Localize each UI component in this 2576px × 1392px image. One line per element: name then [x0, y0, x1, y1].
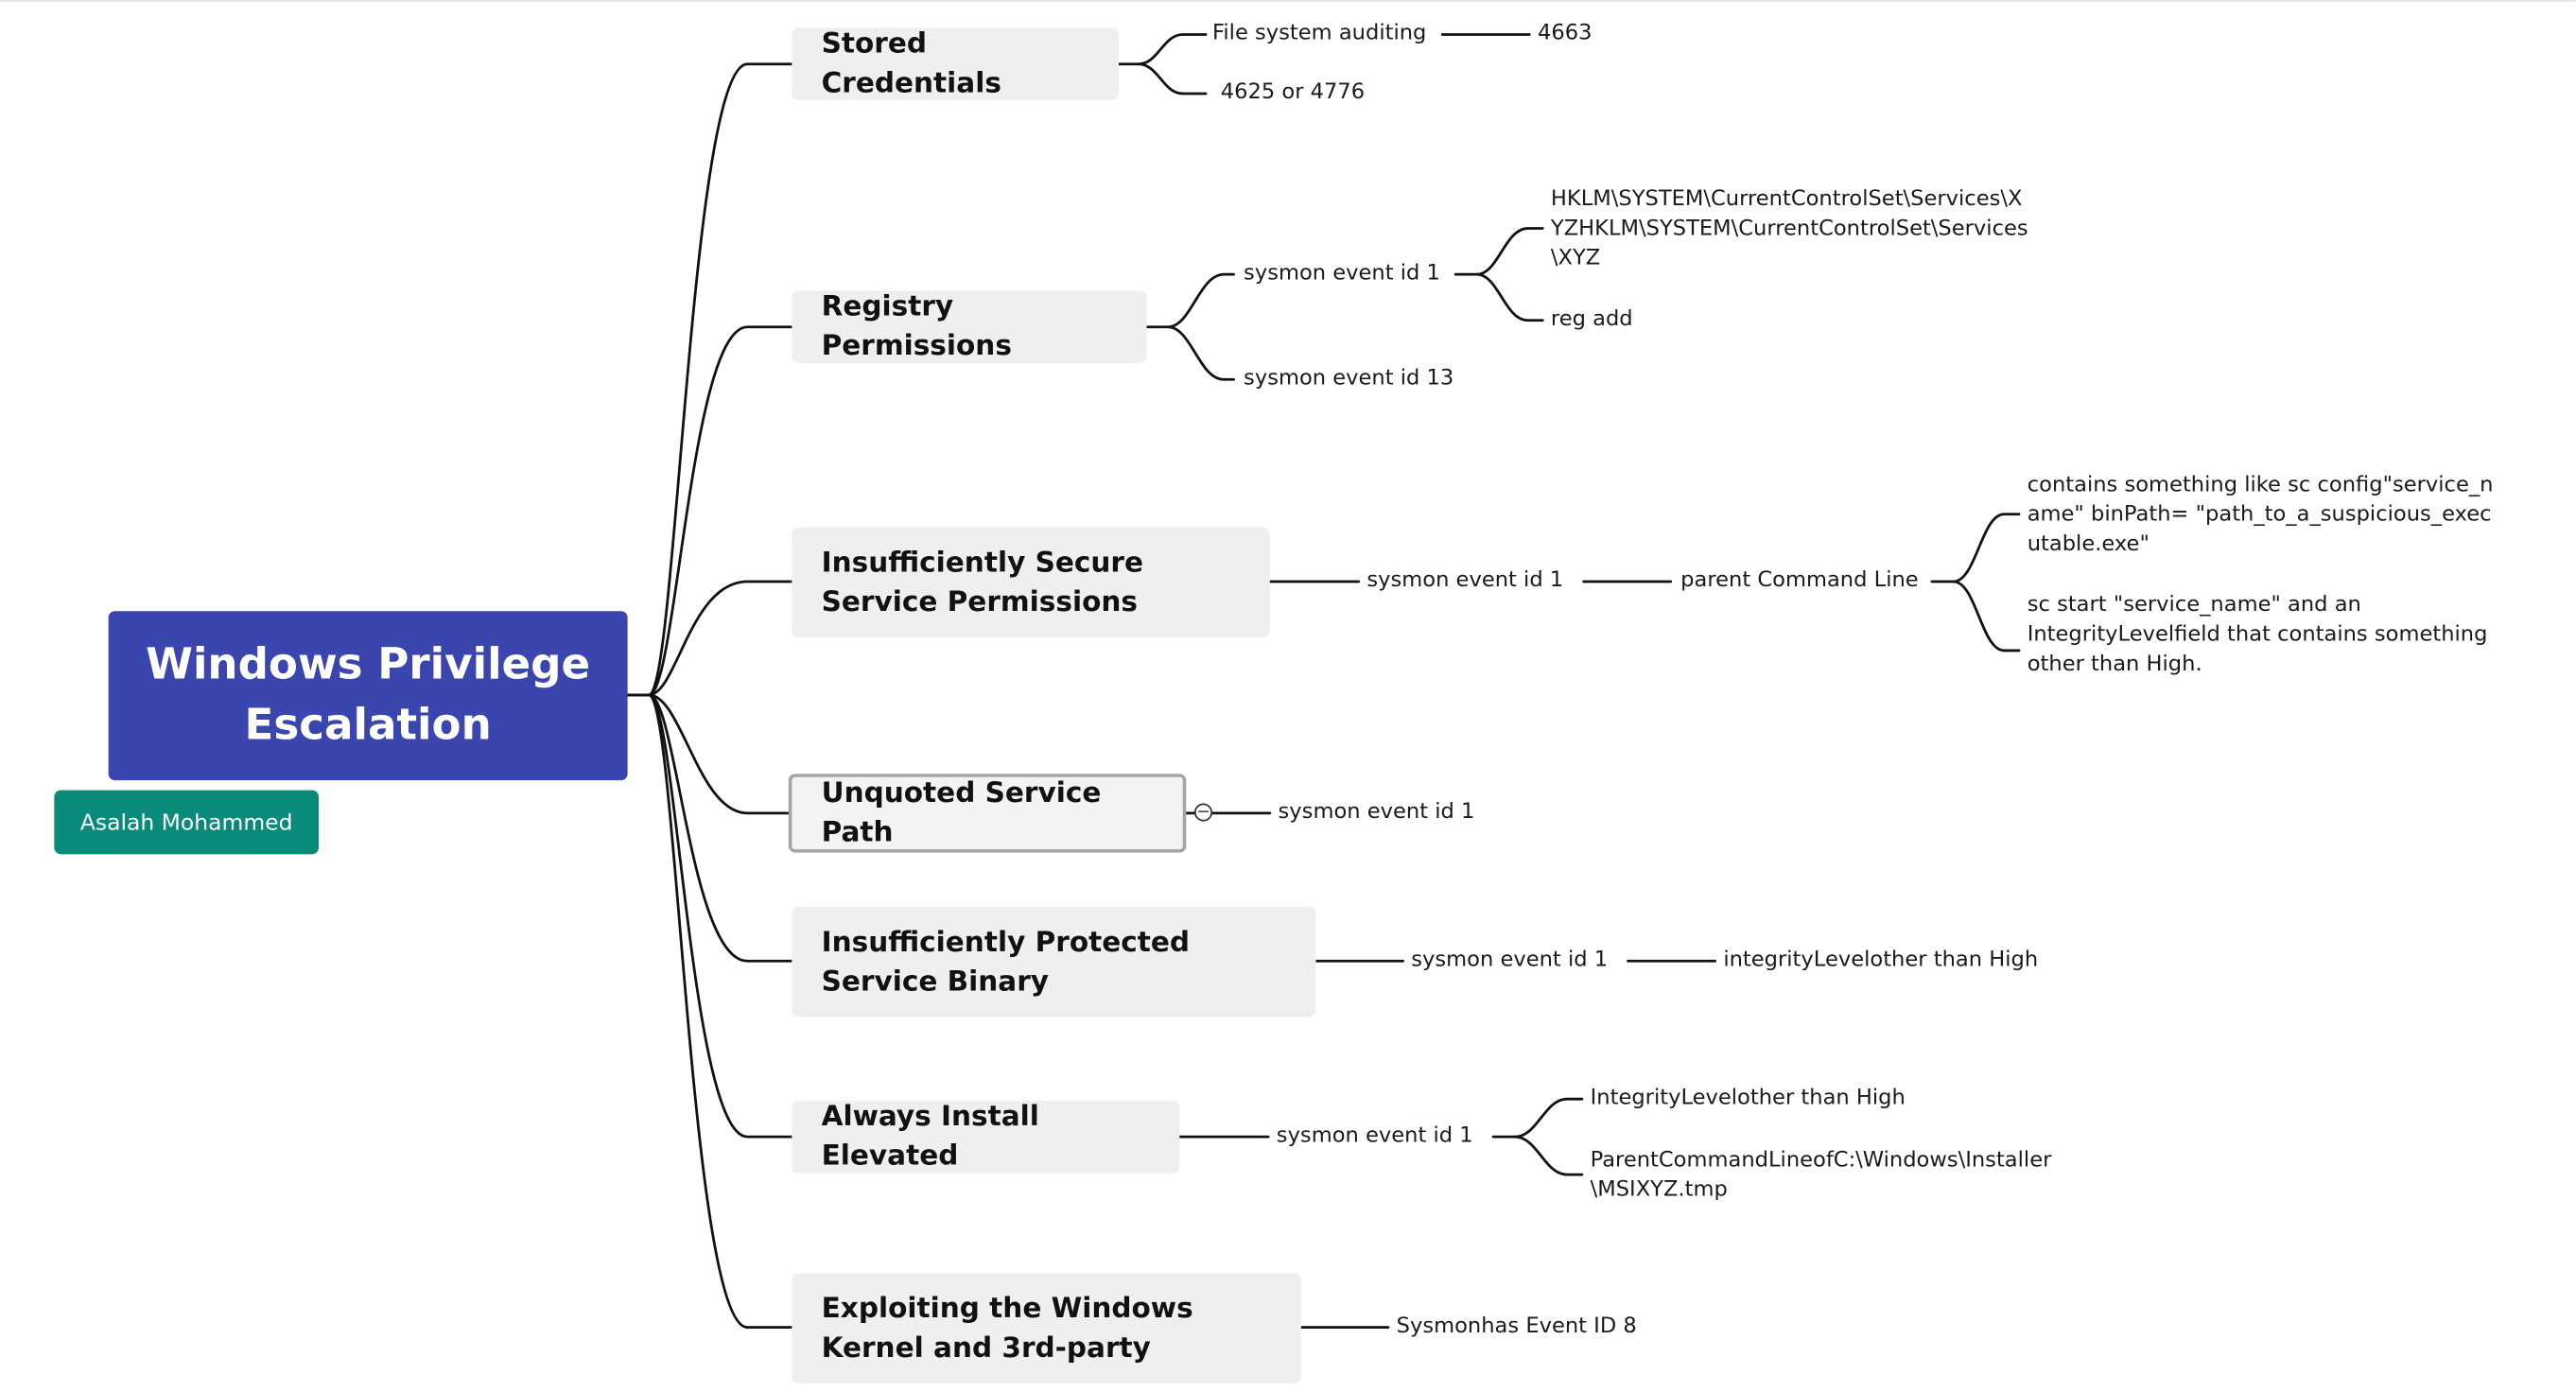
leaf-sysmon-event-id-1[interactable]: sysmon event id 1: [1411, 948, 1609, 973]
branch-always-install-elevated[interactable]: Always Install Elevated: [792, 1100, 1180, 1174]
connector-root-secure-service-permissions: [626, 580, 793, 697]
leaf-sc-config-description[interactable]: contains something like sc config"servic…: [2027, 473, 2494, 557]
leaf-integrity-level-other-than-high[interactable]: integrityLevelother than High: [1723, 948, 2039, 973]
connector-root-always-install-elevated: [626, 693, 793, 1139]
leaf-reg-add[interactable]: reg add: [1550, 306, 1633, 332]
leaf-sc-start-description[interactable]: sc start "service_name" and an Integrity…: [2027, 593, 2488, 677]
leaf-sysmon-event-id-8[interactable]: Sysmonhas Event ID 8: [1396, 1314, 1637, 1339]
branch-windows-kernel[interactable]: Exploiting the Windows Kernel and 3rd-pa…: [792, 1273, 1301, 1383]
branch-label: Exploiting the Windows Kernel and 3rd-pa…: [821, 1292, 1193, 1365]
connector-stored-to-auditing: [1137, 33, 1208, 66]
connector-root-unquoted-service-path: [626, 693, 791, 815]
branch-protected-service-binary[interactable]: Insufficiently Protected Service Binary: [792, 906, 1316, 1018]
connector-root-stored-credentials: [626, 62, 793, 697]
leaf-hklm-registry-path[interactable]: HKLM\SYSTEM\CurrentControlSet\Services\X…: [1550, 187, 2028, 271]
branch-secure-service-permissions[interactable]: Insufficiently Secure Service Permission…: [792, 527, 1270, 638]
connector-root-protected-service-binary: [626, 693, 793, 963]
connector-stored-to-4625: [1137, 62, 1208, 96]
root-topic[interactable]: Windows Privilege Escalation: [108, 611, 628, 781]
root-title: Windows Privilege Escalation: [146, 639, 591, 751]
leaf-4625-or-4776[interactable]: 4625 or 4776: [1220, 80, 1366, 106]
branch-label: Always Install Elevated: [821, 1100, 1039, 1174]
connector-root-registry-permissions: [626, 325, 793, 697]
connector-root-windows-kernel: [626, 693, 793, 1330]
branch-label: Unquoted Service Path: [821, 776, 1102, 850]
connector-sysmon-to-integrity-level: [1513, 1097, 1584, 1139]
author-name: Asalah Mohammed: [79, 809, 293, 836]
leaf-parent-command-line[interactable]: parent Command Line: [1680, 568, 1919, 594]
branch-label: Insufficiently Protected Service Binary: [821, 925, 1191, 999]
author-label[interactable]: Asalah Mohammed: [54, 790, 320, 855]
leaf-sysmon-event-id-1[interactable]: sysmon event id 1: [1278, 800, 1475, 826]
connector-sysmon-to-parent-cmdline: [1513, 1135, 1584, 1176]
leaf-parent-command-line-msi[interactable]: ParentCommandLineofC:\Windows\Installer\…: [1590, 1148, 2052, 1203]
leaf-integrity-level-other-than-high[interactable]: IntegrityLevelother than High: [1590, 1086, 1906, 1111]
connector-parent-to-sc-config: [1952, 513, 2021, 583]
leaf-file-system-auditing[interactable]: File system auditing: [1212, 21, 1427, 46]
connector-registry-to-sysmon13: [1166, 325, 1236, 381]
branch-label: Stored Credentials: [821, 27, 1001, 100]
minus-circle-icon[interactable]: −: [1193, 803, 1213, 822]
branch-stored-credentials[interactable]: Stored Credentials: [792, 27, 1120, 100]
branch-label: Registry Permissions: [821, 290, 1012, 363]
leaf-sysmon-event-id-1[interactable]: sysmon event id 1: [1244, 261, 1440, 287]
connector-sysmon1-to-reg-add: [1475, 272, 1544, 322]
leaf-sysmon-event-id-1[interactable]: sysmon event id 1: [1366, 568, 1564, 594]
connector-registry-to-sysmon1: [1166, 272, 1236, 329]
leaf-sysmon-event-id-13[interactable]: sysmon event id 13: [1244, 366, 1454, 392]
branch-label: Insufficiently Secure Service Permission…: [821, 546, 1144, 619]
branch-unquoted-service-path[interactable]: Unquoted Service Path: [788, 774, 1187, 853]
connector-sysmon1-to-hklm: [1475, 227, 1544, 276]
branch-registry-permissions[interactable]: Registry Permissions: [792, 290, 1147, 363]
top-divider: [0, 0, 2576, 2]
connector-parent-to-sc-start: [1952, 580, 2021, 652]
leaf-sysmon-event-id-1[interactable]: sysmon event id 1: [1276, 1123, 1473, 1149]
leaf-4663[interactable]: 4663: [1538, 21, 1593, 46]
